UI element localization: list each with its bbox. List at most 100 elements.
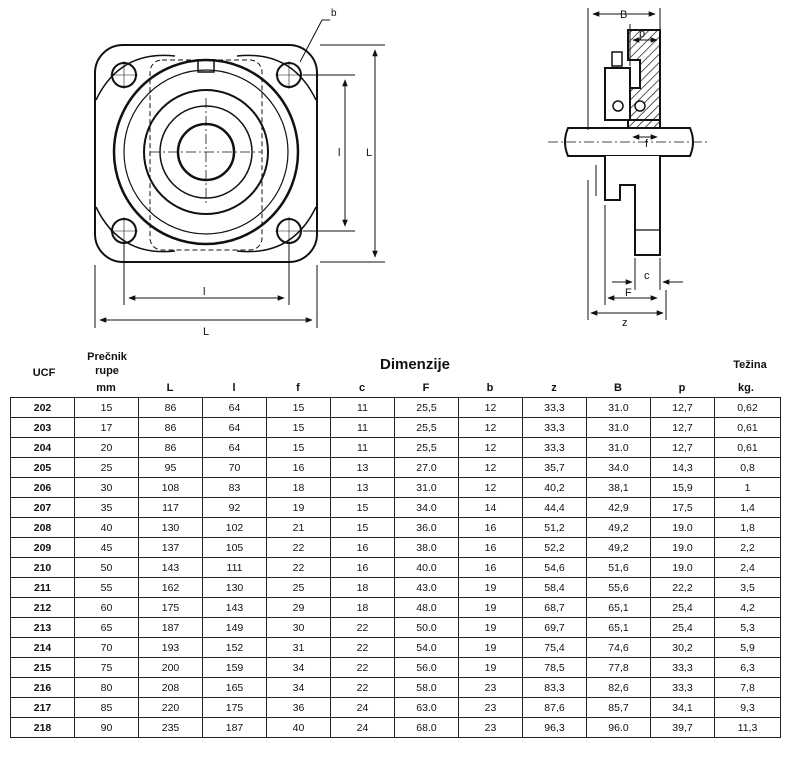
table-cell: 12	[458, 457, 523, 478]
table-cell: 20	[74, 437, 139, 458]
table-cell: 70	[74, 637, 139, 658]
table-cell: 22	[330, 677, 395, 698]
table-cell: 64	[202, 417, 267, 438]
ucf-code-cell: 210	[10, 557, 75, 578]
label-f: f	[645, 138, 649, 150]
table-cell: 36.0	[394, 517, 459, 538]
table-cell: 22	[330, 637, 395, 658]
table-cell: 83	[202, 477, 267, 498]
bearing-section-top	[604, 67, 631, 121]
table-cell: 235	[138, 717, 203, 738]
table-cell: 187	[202, 717, 267, 738]
table-cell: 16	[458, 517, 523, 538]
table-cell: 22	[330, 617, 395, 638]
header-ucf: UCF	[32, 367, 56, 379]
table-cell: 90	[74, 717, 139, 738]
table-cell: 49,2	[586, 537, 651, 558]
table-cell: 33,3	[522, 397, 587, 418]
table-cell: 12,7	[650, 417, 715, 438]
table-cell: 11	[330, 437, 395, 458]
table-cell: 38,1	[586, 477, 651, 498]
table-cell: 5,9	[714, 637, 781, 658]
table-cell: 51,2	[522, 517, 587, 538]
table-cell: 143	[138, 557, 203, 578]
ucf-code-cell: 211	[10, 577, 75, 598]
ucf-code-cell: 214	[10, 637, 75, 658]
table-cell: 19	[458, 657, 523, 678]
table-cell: 23	[458, 717, 523, 738]
ucf-code-cell: 213	[10, 617, 75, 638]
table-cell: 137	[138, 537, 203, 558]
table-cell: 69,7	[522, 617, 587, 638]
column-header: L	[166, 382, 174, 394]
table-cell: 86	[138, 397, 203, 418]
table-cell: 29	[266, 597, 331, 618]
table-cell: 64	[202, 397, 267, 418]
table-cell: 2,2	[714, 537, 781, 558]
side-view-drawing	[548, 29, 710, 256]
table-cell: 24	[330, 697, 395, 718]
table-cell: 25,5	[394, 397, 459, 418]
table-cell: 16	[330, 557, 395, 578]
table-cell: 92	[202, 497, 267, 518]
table-cell: 38.0	[394, 537, 459, 558]
table-cell: 16	[458, 557, 523, 578]
table-cell: 54.0	[394, 637, 459, 658]
table-cell: 0,8	[714, 457, 781, 478]
table-cell: 31.0	[586, 397, 651, 418]
table-cell: 78,5	[522, 657, 587, 678]
table-cell: 51,6	[586, 557, 651, 578]
table-cell: 77,8	[586, 657, 651, 678]
table-cell: 25,4	[650, 597, 715, 618]
table-cell: 31.0	[586, 417, 651, 438]
table-cell: 34,1	[650, 697, 715, 718]
table-cell: 143	[202, 597, 267, 618]
table-cell: 13	[330, 477, 395, 498]
table-cell: 15	[266, 397, 331, 418]
table-cell: 35,7	[522, 457, 587, 478]
table-cell: 25,5	[394, 437, 459, 458]
ucf-code-cell: 209	[10, 537, 75, 558]
table-cell: 4,2	[714, 597, 781, 618]
housing-lower	[604, 156, 661, 256]
table-cell: 40	[74, 517, 139, 538]
table-cell: 83,3	[522, 677, 587, 698]
table-cell: 85	[74, 697, 139, 718]
table-cell: 14	[458, 497, 523, 518]
table-cell: 65	[74, 617, 139, 638]
ucf-code-cell: 202	[10, 397, 75, 418]
label-b: b	[331, 8, 337, 19]
column-header: kg.	[738, 382, 754, 394]
table-cell: 19	[458, 617, 523, 638]
table-cell: 34.0	[586, 457, 651, 478]
label-L-vertical: L	[366, 147, 372, 159]
table-cell: 18	[330, 597, 395, 618]
table-cell: 6,3	[714, 657, 781, 678]
label-F: F	[625, 287, 632, 299]
table-cell: 48.0	[394, 597, 459, 618]
table-cell: 30	[266, 617, 331, 638]
table-cell: 82,6	[586, 677, 651, 698]
ucf-code-cell: 216	[10, 677, 75, 698]
table-cell: 27.0	[394, 457, 459, 478]
column-header: p	[678, 382, 686, 394]
ucf-code-cell: 203	[10, 417, 75, 438]
table-cell: 0,61	[714, 437, 781, 458]
table-cell: 187	[138, 617, 203, 638]
table-cell: 55	[74, 577, 139, 598]
table-cell: 25,5	[394, 417, 459, 438]
table-cell: 31.0	[586, 437, 651, 458]
table-cell: 68,7	[522, 597, 587, 618]
table-cell: 60	[74, 597, 139, 618]
table-cell: 64	[202, 437, 267, 458]
table-cell: 19.0	[650, 557, 715, 578]
column-header: mm	[96, 382, 116, 394]
